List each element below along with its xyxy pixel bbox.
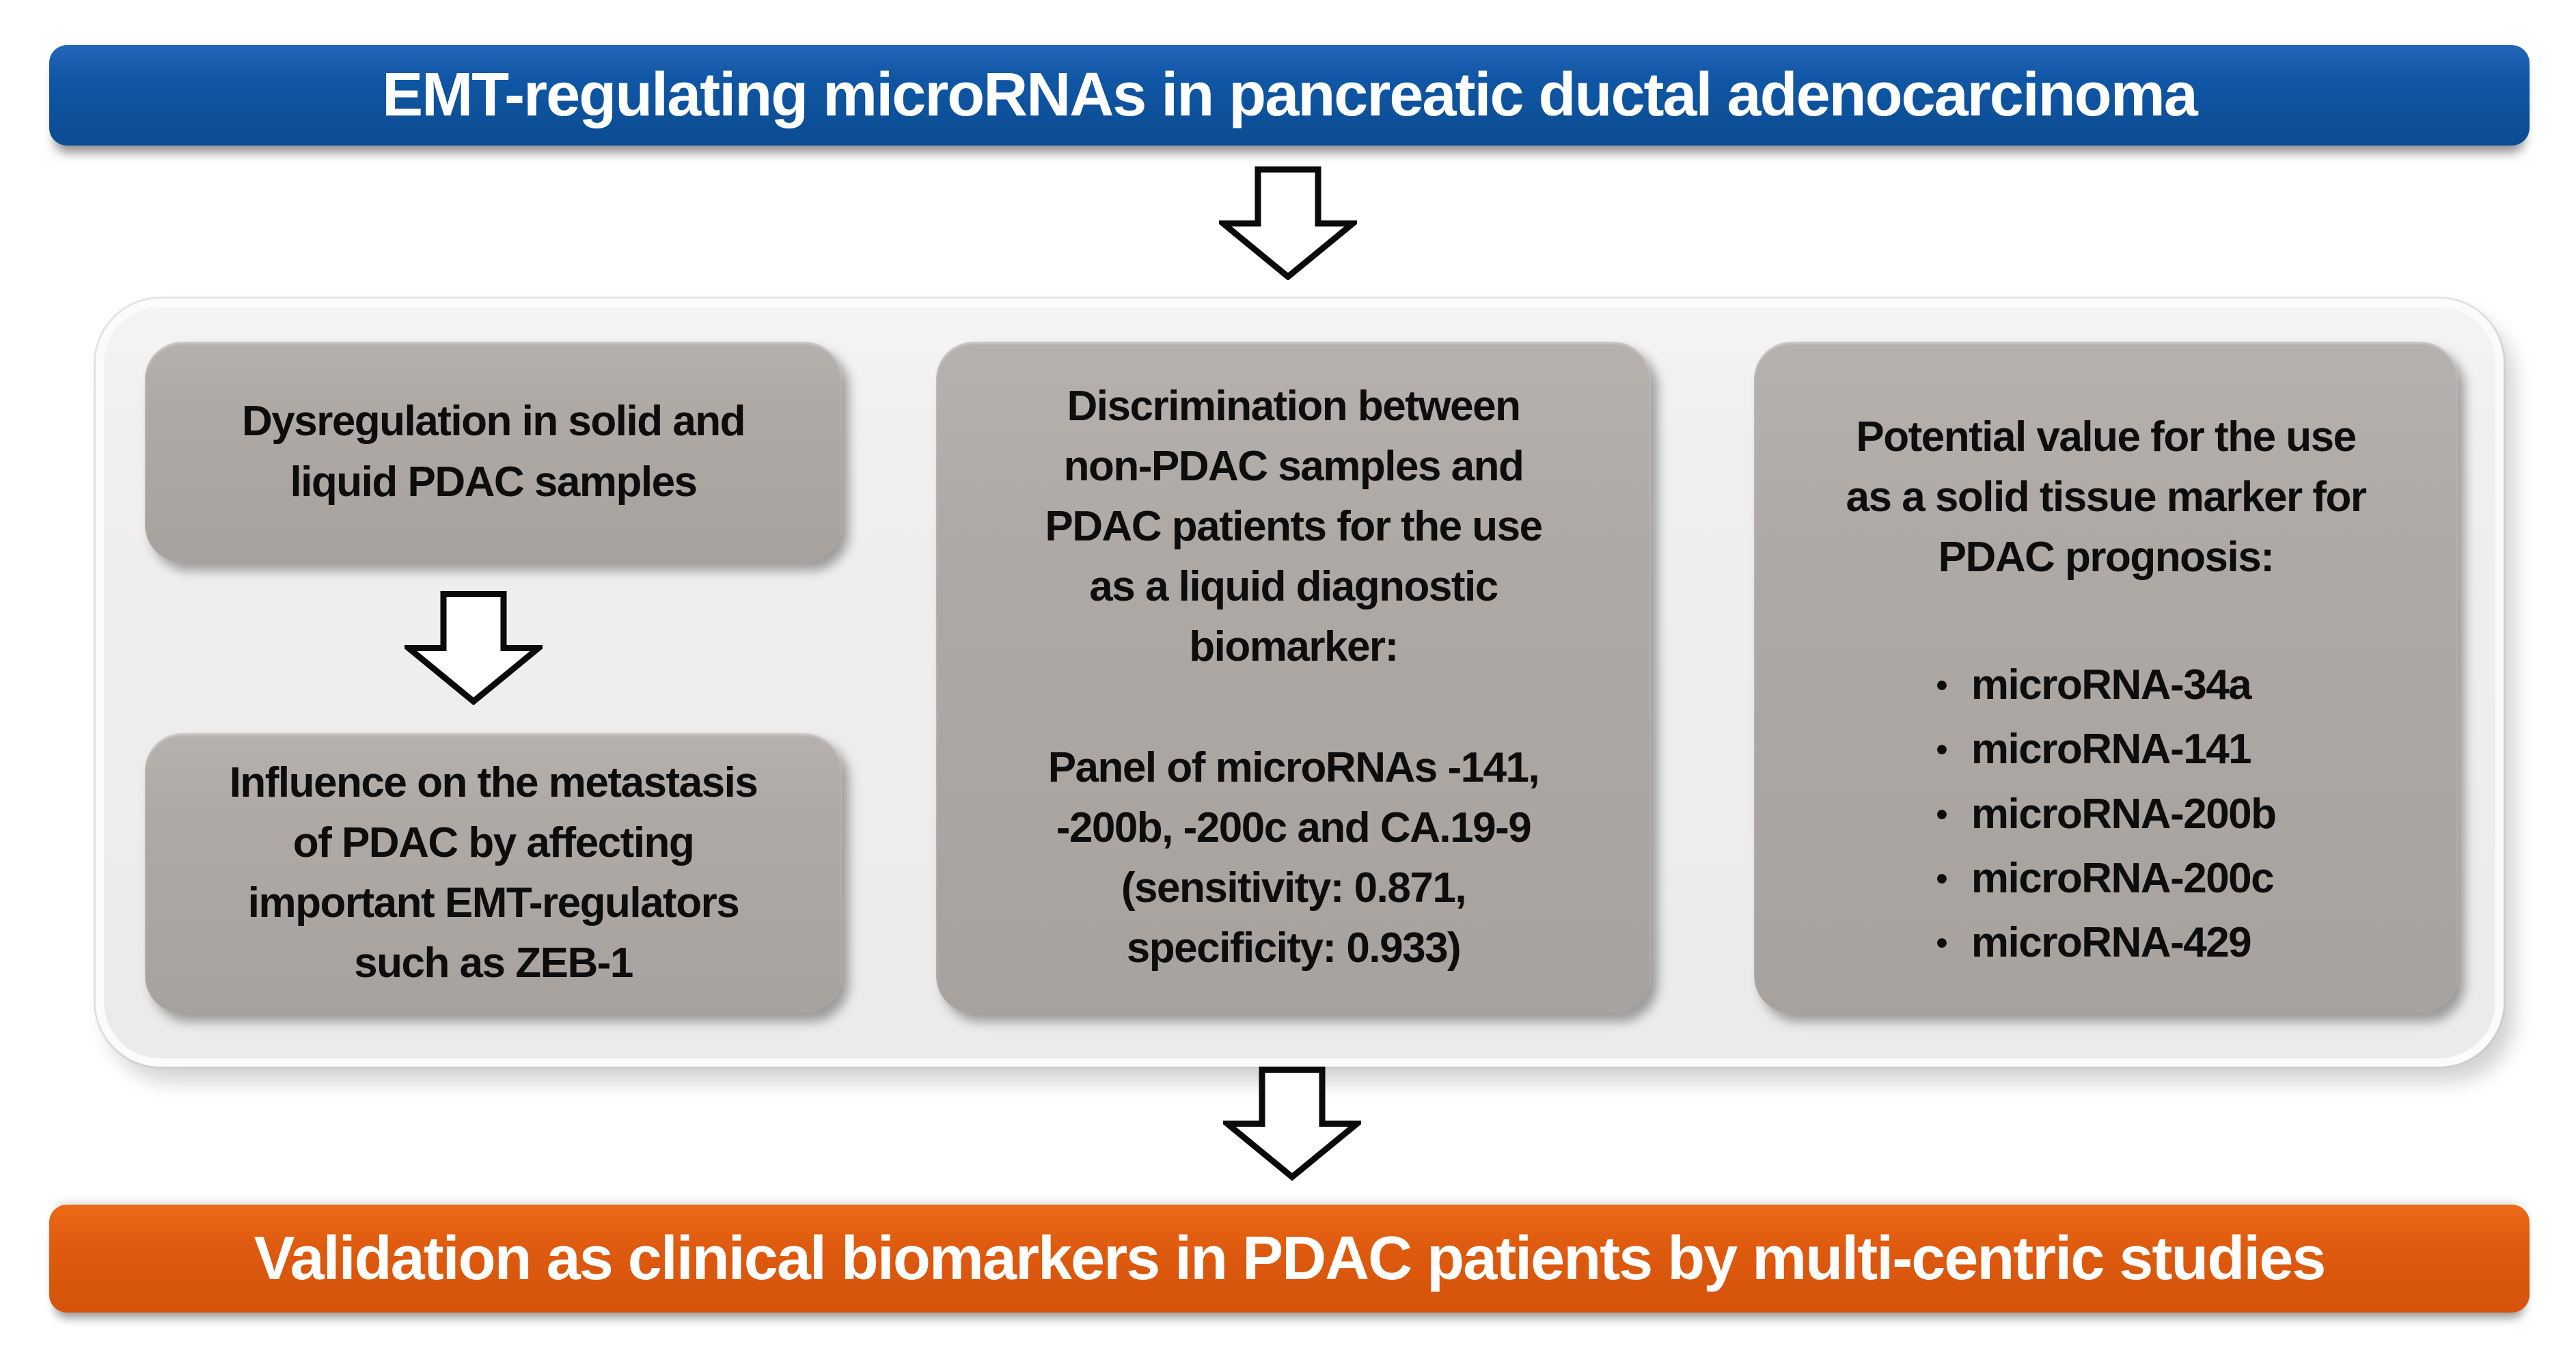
diagnostic-detail: Panel of microRNAs -141, -200b, -200c an…: [1047, 743, 1540, 972]
list-item: microRNA-141: [1936, 717, 2275, 782]
metastasis-box: Influence on the metastasis of PDAC by a…: [145, 733, 842, 1013]
down-arrow-icon: [1223, 1066, 1361, 1181]
dysregulation-box: Dysregulation in solid and liquid PDAC s…: [145, 342, 842, 562]
diagnostic-heading: Discrimination between non-PDAC samples …: [1045, 383, 1543, 671]
mirna-list: microRNA-34a microRNA-141 microRNA-200b …: [1936, 653, 2277, 975]
prognosis-heading: Potential value for the use as a solid t…: [1846, 413, 2367, 581]
down-arrow-icon: [405, 590, 543, 705]
down-arrow-icon: [1219, 166, 1357, 280]
summary-panel: Dysregulation in solid and liquid PDAC s…: [96, 299, 2504, 1067]
bottom-banner-label: Validation as clinical biomarkers in PDA…: [254, 1224, 2327, 1293]
top-banner: EMT-regulating microRNAs in pancreatic d…: [49, 45, 2530, 146]
dysregulation-text: Dysregulation in solid and liquid PDAC s…: [241, 398, 746, 506]
list-item: microRNA-429: [1936, 911, 2275, 975]
list-item: microRNA-200b: [1936, 782, 2277, 847]
metastasis-text: Influence on the metastasis of PDAC by a…: [229, 758, 758, 987]
bottom-banner: Validation as clinical biomarkers in PDA…: [49, 1205, 2530, 1313]
prognosis-box: Potential value for the use as a solid t…: [1754, 342, 2458, 1013]
diagnostic-box: Discrimination between non-PDAC samples …: [936, 342, 1651, 1013]
list-item: microRNA-34a: [1936, 653, 2275, 717]
top-banner-label: EMT-regulating microRNAs in pancreatic d…: [382, 61, 2198, 129]
list-item: microRNA-200c: [1936, 847, 2275, 911]
